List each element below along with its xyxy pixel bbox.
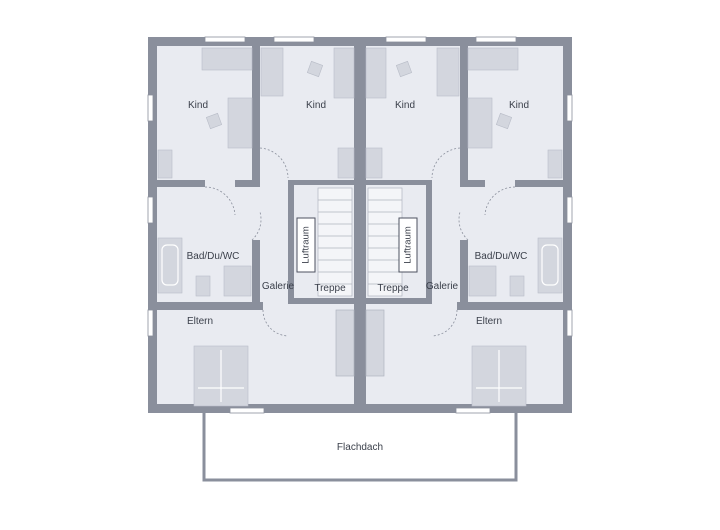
door-swings [204, 147, 516, 337]
room-label-treppe-left: Treppe [314, 283, 346, 294]
room-label-treppe-right: Treppe [377, 283, 409, 294]
room-label-kind-1: Kind [188, 100, 208, 111]
room-label-kind-3: Kind [395, 100, 415, 111]
room-label-luftraum-left: Luftraum [301, 226, 312, 264]
room-label-kind-4: Kind [509, 100, 529, 111]
room-label-bad-left: Bad/Du/WC [187, 251, 240, 262]
interior-walls-left [157, 46, 354, 310]
room-label-galerie-right: Galerie [426, 281, 459, 292]
room-label-eltern-left: Eltern [187, 316, 213, 327]
windows [147, 36, 573, 414]
room-label-kind-2: Kind [306, 100, 326, 111]
room-label-bad-right: Bad/Du/WC [475, 251, 528, 262]
room-label-galerie-left: Galerie [262, 281, 295, 292]
stairs-right [365, 187, 403, 377]
stairs-left [317, 187, 355, 377]
luftraum-box-right [398, 217, 418, 273]
flat-roof [202, 408, 518, 482]
interior-walls-right [366, 46, 563, 310]
room-label-eltern-right: Eltern [476, 316, 502, 327]
room-label-luftraum-right: Luftraum [403, 226, 414, 264]
room-label-flachdach: Flachdach [337, 442, 383, 453]
luftraum-box-left [296, 217, 316, 273]
bed-details [161, 244, 559, 402]
